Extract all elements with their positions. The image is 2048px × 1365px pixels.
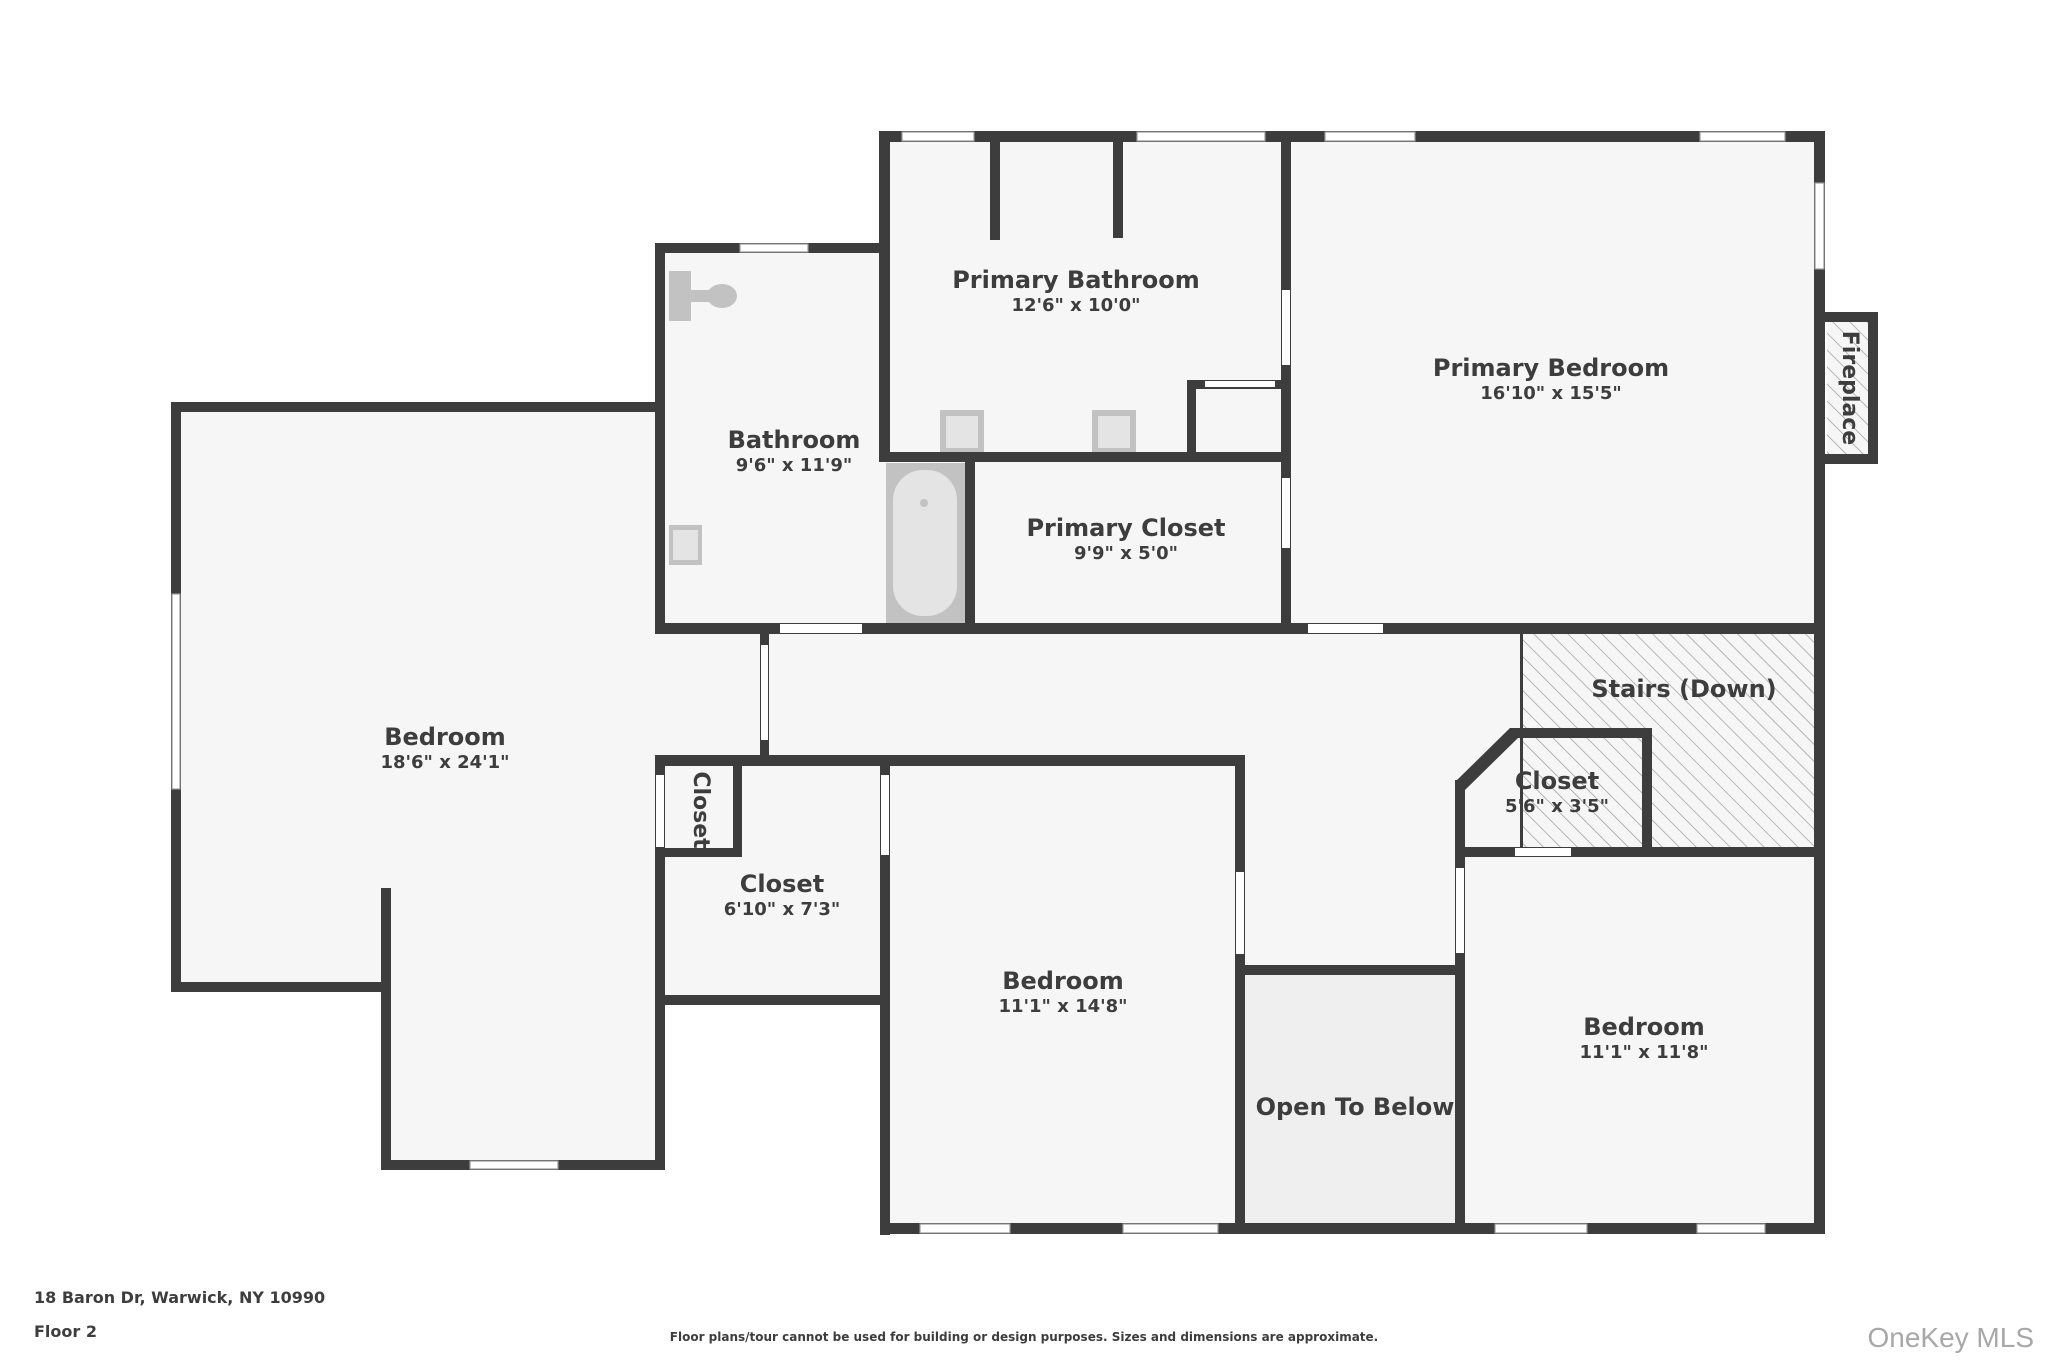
room-dimensions: 9'9" x 5'0" <box>1073 543 1179 564</box>
room-bedroom-left: Bedroom 18'6" x 24'1" <box>380 723 509 775</box>
room-primary-bathroom: Primary Bathroom 12'6" x 10'0" <box>952 266 1200 318</box>
room-name: Closet <box>1514 767 1600 795</box>
room-name: Bedroom <box>1583 1013 1705 1041</box>
room-dimensions: 9'6" x 11'9" <box>735 455 853 476</box>
room-closet-small: Closet <box>686 771 714 848</box>
room-primary-bedroom: Primary Bedroom 16'10" x 15'5" <box>1433 354 1669 406</box>
fireplace-hatch <box>1827 318 1870 458</box>
room-bedroom-right: Bedroom 11'1" x 11'8" <box>1579 1013 1708 1065</box>
room-name: Closet <box>688 771 713 849</box>
brand-watermark: OneKey MLS <box>1867 1322 2034 1353</box>
room-name: Primary Bedroom <box>1432 354 1670 382</box>
room-name: Fireplace <box>1837 330 1862 446</box>
room-name: Bedroom <box>384 723 506 751</box>
room-fireplace: Fireplace <box>1835 331 1863 445</box>
room-dimensions: 18'6" x 24'1" <box>380 752 510 773</box>
room-name: Primary Bathroom <box>952 266 1200 294</box>
room-dimensions: 11'1" x 14'8" <box>998 996 1128 1017</box>
room-dimensions: 6'10" x 7'3" <box>723 899 841 920</box>
toilet-tank-icon <box>669 271 691 321</box>
toilet-bowl-icon <box>707 284 737 308</box>
room-closet-right: Closet 5'6" x 3'5" <box>1505 767 1609 819</box>
doors <box>656 290 1571 954</box>
floor-label: Floor 2 <box>34 1322 97 1341</box>
room-dimensions: 5'6" x 3'5" <box>1504 796 1610 817</box>
room-primary-closet: Primary Closet 9'9" x 5'0" <box>1026 514 1225 566</box>
room-name: Closet <box>739 870 825 898</box>
room-name: Open To Below <box>1255 1093 1455 1121</box>
room-stairs: Stairs (Down) <box>1591 675 1776 703</box>
room-bedroom-middle: Bedroom 11'1" x 14'8" <box>998 967 1127 1019</box>
room-open-to-below: Open To Below <box>1256 1093 1455 1121</box>
fixtures <box>669 271 1136 623</box>
room-name: Bedroom <box>1002 967 1124 995</box>
room-bathroom: Bathroom 9'6" x 11'9" <box>728 426 861 478</box>
room-name: Bathroom <box>727 426 861 454</box>
room-dimensions: 16'10" x 15'5" <box>1480 383 1622 404</box>
room-closet-mid: Closet 6'10" x 7'3" <box>724 870 841 922</box>
stairs-hatch <box>1522 628 1818 853</box>
windows <box>171 131 1825 1234</box>
room-name: Primary Closet <box>1026 514 1226 542</box>
disclaimer: Floor plans/tour cannot be used for buil… <box>669 1330 1379 1344</box>
property-address: 18 Baron Dr, Warwick, NY 10990 <box>34 1288 326 1307</box>
open-to-below-area <box>1245 970 1460 1228</box>
room-name: Stairs (Down) <box>1591 675 1777 703</box>
floor-fills <box>176 136 1870 1230</box>
room-dimensions: 12'6" x 10'0" <box>1011 295 1141 316</box>
room-dimensions: 11'1" x 11'8" <box>1579 1042 1709 1063</box>
